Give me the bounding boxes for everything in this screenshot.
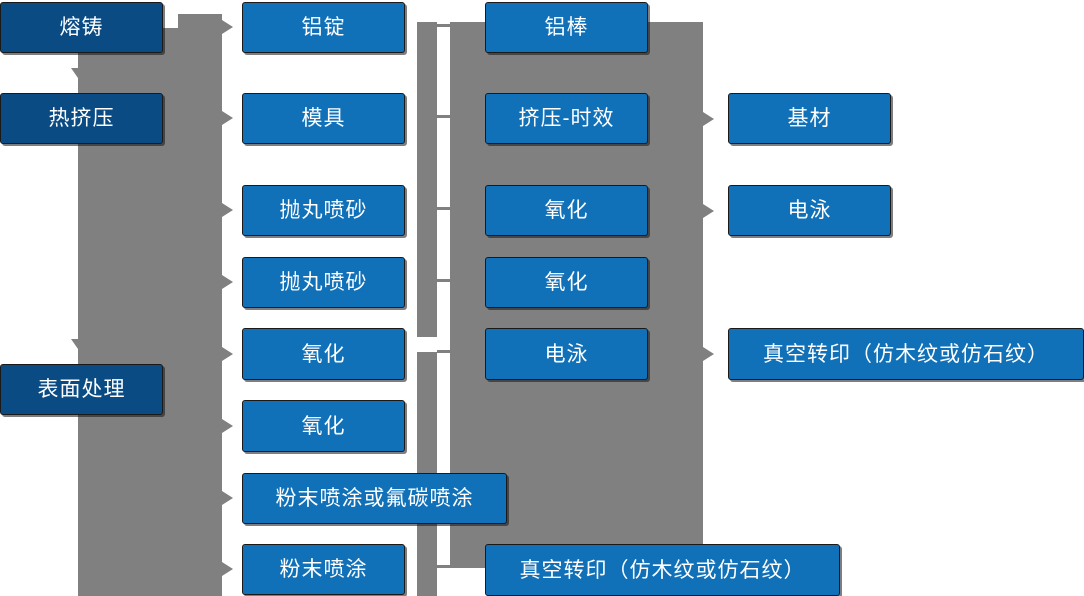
output-arrow-2 bbox=[703, 204, 714, 218]
process-box-aluminium-bar[interactable]: 铝棒 bbox=[485, 2, 648, 53]
process-box-oxidation-2[interactable]: 氧化 bbox=[242, 400, 405, 452]
fanout-arrow-3 bbox=[222, 203, 233, 217]
process-box-label: 氧化 bbox=[301, 414, 346, 438]
process-box-shot-blast-1[interactable]: 抛丸喷砂 bbox=[242, 185, 405, 236]
process-box-label: 热挤压 bbox=[48, 107, 115, 130]
process-box-powder-coating[interactable]: 粉末喷涂 bbox=[242, 544, 405, 595]
process-box-label: 铝锭 bbox=[301, 16, 346, 39]
process-box-label: 氧化 bbox=[544, 271, 589, 294]
process-box-die-mould[interactable]: 模具 bbox=[242, 93, 405, 144]
process-box-oxidation-3[interactable]: 氧化 bbox=[485, 185, 648, 236]
stage-arrow-down-2 bbox=[71, 339, 85, 349]
process-box-label: 铝棒 bbox=[544, 16, 589, 39]
fanout-arrow-4 bbox=[222, 275, 233, 289]
process-box-extrude-aging[interactable]: 挤压-时效 bbox=[485, 93, 648, 144]
mid-link-5 bbox=[437, 350, 461, 353]
output-arrow-1 bbox=[703, 112, 714, 126]
fanout-arrow-8 bbox=[222, 562, 233, 576]
process-box-melt-cast[interactable]: 熔铸 bbox=[0, 2, 163, 53]
mid-link-3 bbox=[437, 207, 461, 210]
process-box-surface-treat[interactable]: 表面处理 bbox=[0, 364, 163, 415]
stage-arrow-down-1 bbox=[71, 68, 85, 78]
process-box-label: 真空转印（仿木纹或仿石纹） bbox=[519, 558, 806, 582]
process-box-label: 抛丸喷砂 bbox=[279, 199, 368, 222]
process-box-oxidation-1[interactable]: 氧化 bbox=[242, 328, 405, 380]
fanout-arrow-7 bbox=[222, 491, 233, 505]
process-box-label: 真空转印（仿木纹或仿石纹） bbox=[763, 342, 1049, 366]
process-box-vacuum-transfer-bottom[interactable]: 真空转印（仿木纹或仿石纹） bbox=[485, 544, 840, 596]
process-box-label: 表面处理 bbox=[37, 378, 126, 401]
process-box-base-material[interactable]: 基材 bbox=[728, 93, 891, 144]
fanout-arrow-1 bbox=[222, 20, 233, 34]
mid-link-1 bbox=[437, 24, 461, 27]
process-box-label: 粉末喷涂 bbox=[279, 558, 368, 581]
process-box-aluminium-ingot[interactable]: 铝锭 bbox=[242, 2, 405, 53]
process-box-oxidation-4[interactable]: 氧化 bbox=[485, 257, 648, 308]
mid-link-6 bbox=[437, 565, 461, 568]
process-box-label: 氧化 bbox=[544, 199, 589, 222]
fanout-arrow-5 bbox=[222, 347, 233, 361]
process-box-label: 模具 bbox=[301, 107, 346, 130]
mid-link-4 bbox=[437, 279, 461, 282]
process-box-label: 电泳 bbox=[787, 199, 832, 222]
process-box-label: 电泳 bbox=[544, 342, 589, 366]
process-box-vacuum-transfer-right[interactable]: 真空转印（仿木纹或仿石纹） bbox=[728, 328, 1084, 380]
process-box-label: 挤压-时效 bbox=[518, 107, 615, 130]
process-box-hot-extrusion[interactable]: 热挤压 bbox=[0, 93, 163, 144]
fanout-arrow-6 bbox=[222, 419, 233, 433]
mid-link-2 bbox=[437, 115, 461, 118]
process-box-electrophoresis-1[interactable]: 电泳 bbox=[485, 328, 648, 380]
fanout-arrow-2 bbox=[222, 111, 233, 125]
process-box-label: 粉末喷涂或氟碳喷涂 bbox=[275, 487, 474, 510]
fanout-connector-bar bbox=[178, 14, 222, 596]
process-box-label: 抛丸喷砂 bbox=[279, 271, 368, 294]
mid-connector-bar-upper bbox=[417, 22, 437, 337]
process-box-shot-blast-2[interactable]: 抛丸喷砂 bbox=[242, 257, 405, 308]
process-box-electrophoresis-2[interactable]: 电泳 bbox=[728, 185, 891, 236]
process-box-powder-or-fluorocarbon[interactable]: 粉末喷涂或氟碳喷涂 bbox=[242, 473, 507, 524]
process-box-label: 基材 bbox=[787, 107, 832, 130]
surface-treatment-stub bbox=[163, 387, 183, 391]
process-box-label: 氧化 bbox=[301, 342, 346, 366]
output-arrow-3 bbox=[703, 347, 714, 361]
process-box-label: 熔铸 bbox=[59, 16, 104, 39]
